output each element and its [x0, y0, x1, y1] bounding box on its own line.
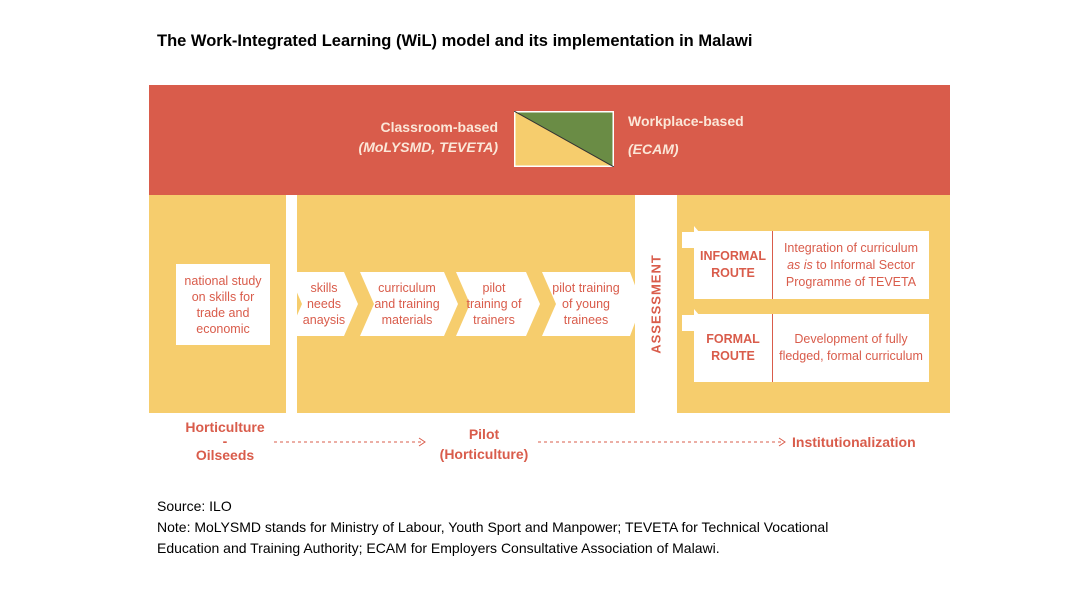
classroom-workplace-split-icon: [514, 111, 614, 167]
note-line-1: Note: MoLYSMD stands for Ministry of Lab…: [157, 519, 829, 535]
classroom-label: Classroom-based (MoLYSMD, TEVETA): [340, 117, 498, 157]
assessment-column: [636, 195, 676, 413]
timeline-middle-line2: (Horticulture): [439, 446, 529, 462]
informal-desc-italic: as is: [787, 257, 813, 272]
timeline-left-line1: Horticulture: [185, 419, 265, 435]
workplace-agency: (ECAM): [628, 141, 679, 157]
informal-desc-line1: Integration of curriculum: [783, 240, 919, 255]
informal-desc-rest: to Informal Sector Programme of TEVETA: [785, 257, 917, 289]
step-pilot-trainers-label: pilot training of trainers: [466, 281, 522, 327]
workplace-label: Workplace-based (ECAM): [628, 107, 808, 163]
timeline-horticulture-oilseeds: Horticulture - Oilseeds: [170, 420, 280, 462]
figure-title: The Work-Integrated Learning (WiL) model…: [157, 32, 753, 50]
timeline-institutionalization: Institutionalization: [792, 434, 916, 450]
step-skills-label: skills needs anaysis: [302, 281, 346, 327]
classroom-agencies: (MoLYSMD, TEVETA): [358, 139, 498, 155]
timeline-pilot: Pilot (Horticulture): [424, 424, 544, 464]
timeline-middle-line1: Pilot: [468, 426, 500, 442]
timeline-arrow-2-head: [778, 437, 786, 447]
formal-route-label: FORMAL ROUTE: [694, 314, 772, 382]
informal-route-label: INFORMAL ROUTE: [694, 231, 772, 299]
classroom-title: Classroom-based: [380, 119, 498, 135]
timeline-left-line3: Oilseeds: [195, 447, 255, 463]
formal-route-desc: Development of fully fledged, formal cur…: [772, 314, 929, 382]
step-pilot-trainees-label: pilot training of young trainees: [552, 281, 620, 327]
informal-route-desc: Integration of curriculum as is to Infor…: [772, 231, 929, 299]
timeline-left-dash: -: [222, 433, 228, 449]
note-line-2: Education and Training Authority; ECAM f…: [157, 540, 720, 556]
national-study-box: national study on skills for trade and e…: [176, 264, 270, 345]
step-curriculum-label: curriculum and training materials: [374, 281, 440, 327]
source-line: Source: ILO: [157, 498, 232, 514]
figure-notes: Source: ILO Note: MoLYSMD stands for Min…: [157, 496, 828, 559]
assessment-label: ASSESSMENT: [648, 254, 664, 354]
workplace-title: Workplace-based: [628, 113, 744, 129]
